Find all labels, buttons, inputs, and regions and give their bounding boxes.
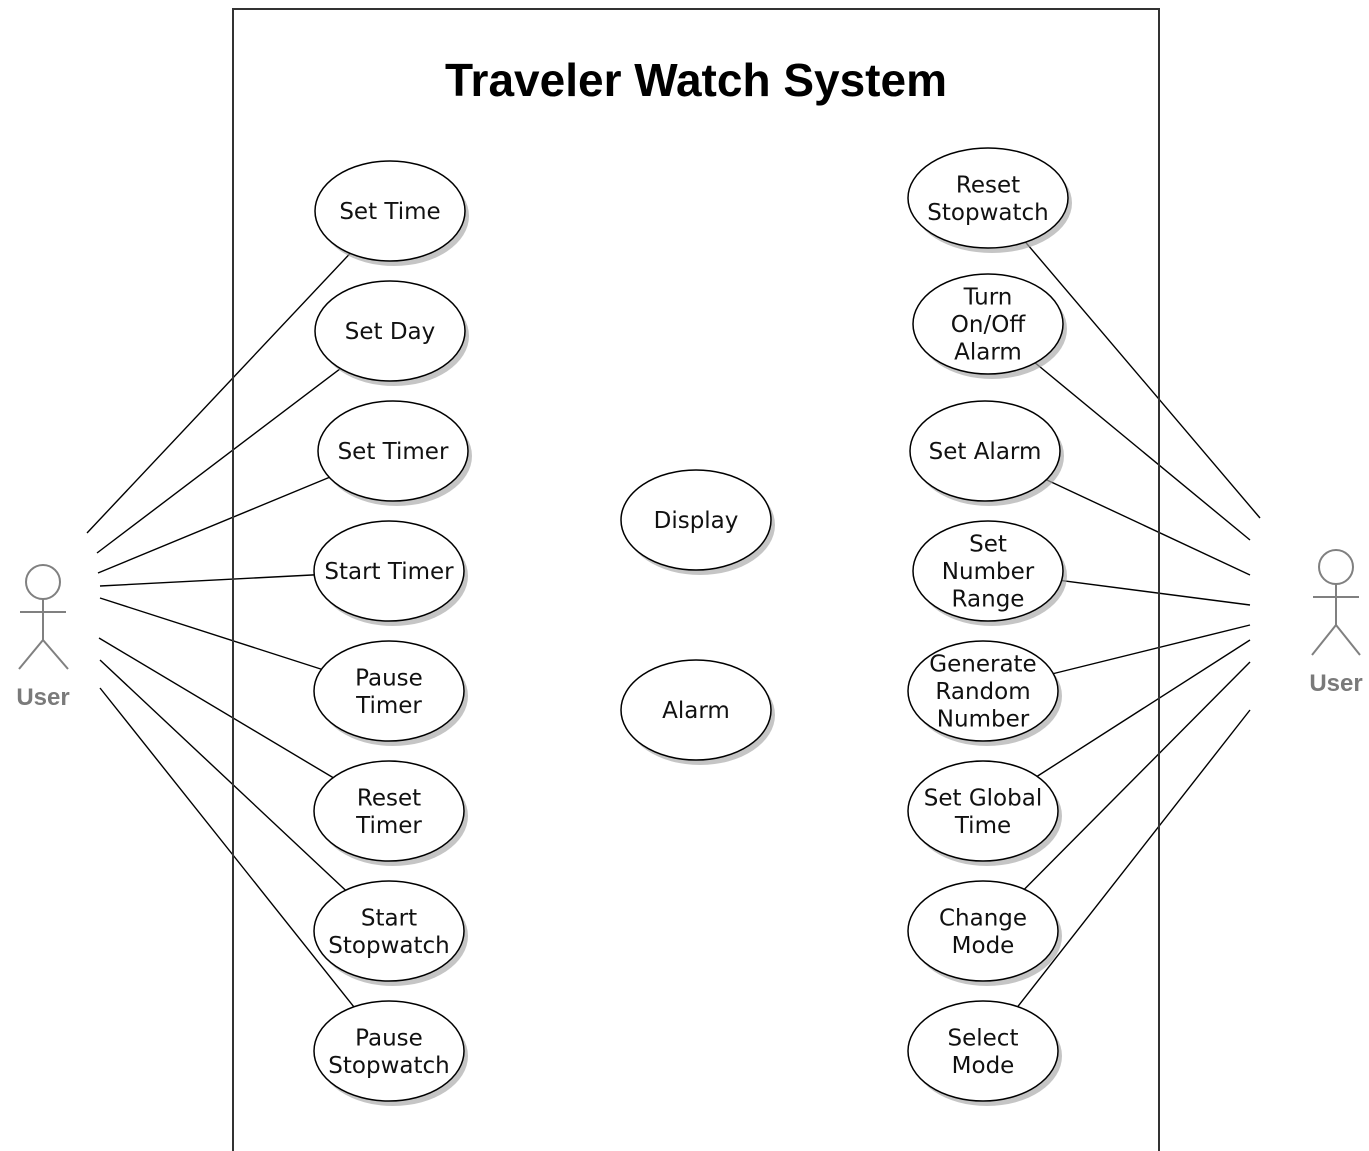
use-case-label: Display <box>654 508 739 534</box>
use-case-label: On/Off <box>951 312 1027 338</box>
use-case-ellipse <box>313 520 465 622</box>
use-case-ellipse <box>313 1000 465 1102</box>
actor-user-left[interactable]: User <box>16 564 70 711</box>
use-case-label: Number <box>937 707 1030 733</box>
stick-figure-icon <box>18 564 69 670</box>
actor-label: User <box>1309 670 1362 697</box>
association-line-generate-random-number <box>1053 624 1251 675</box>
use-case-label: Timer <box>355 813 422 839</box>
association-line-set-timer <box>97 476 330 574</box>
use-case-label: Mode <box>952 933 1015 959</box>
actor-label: User <box>16 684 69 711</box>
use-case-ellipse <box>909 400 1061 502</box>
use-case-ellipse <box>313 640 465 742</box>
stick-figure-icon <box>1311 549 1361 656</box>
use-case-set-alarm[interactable]: Set Alarm <box>909 400 1064 506</box>
use-case-set-timer[interactable]: Set Timer <box>317 400 472 506</box>
association-line-turn-on-off-alarm <box>1034 362 1251 541</box>
actor-user-right[interactable]: User <box>1309 549 1363 697</box>
association-line-start-stopwatch <box>99 659 347 891</box>
use-case-ellipse <box>912 273 1064 375</box>
use-case-label: Set Timer <box>338 439 449 465</box>
use-case-label: Number <box>942 559 1035 585</box>
use-case-ellipse <box>314 280 466 382</box>
use-case-label: Start Timer <box>324 559 454 585</box>
use-case-ellipse <box>314 160 466 262</box>
use-case-set-day[interactable]: Set Day <box>314 280 469 386</box>
use-case-ellipse <box>912 520 1064 622</box>
use-case-label: Timer <box>355 693 422 719</box>
use-case-label: Random <box>935 679 1030 705</box>
association-line-pause-stopwatch <box>99 687 355 1008</box>
use-case-label: Alarm <box>954 340 1022 366</box>
association-line-set-time <box>86 252 351 534</box>
association-line-set-day <box>96 367 341 554</box>
system-boundary <box>232 8 1160 1151</box>
use-case-ellipse <box>907 880 1059 982</box>
use-case-label: Stopwatch <box>927 200 1048 226</box>
use-case-label: Change <box>939 905 1027 931</box>
use-case-label: Turn <box>963 285 1013 311</box>
use-case-display[interactable]: Display <box>620 469 775 575</box>
association-line-reset-stopwatch <box>1024 241 1261 519</box>
use-case-label: Reset <box>956 172 1020 198</box>
use-case-alarm[interactable]: Alarm <box>620 659 775 765</box>
use-case-label: Generate <box>929 652 1036 678</box>
association-line-set-number-range <box>1061 579 1251 606</box>
use-case-label: Alarm <box>662 698 730 724</box>
use-case-label: Set Global <box>924 785 1042 811</box>
use-case-label: Set Day <box>345 319 436 345</box>
association-line-change-mode <box>1023 661 1251 890</box>
association-line-set-alarm <box>1046 479 1251 576</box>
use-case-label: Pause <box>355 1025 423 1051</box>
association-line-reset-timer <box>98 637 334 779</box>
use-case-start-timer[interactable]: Start Timer <box>313 520 468 626</box>
use-case-label: Set Time <box>339 199 440 225</box>
association-line-set-global-time <box>1036 639 1251 777</box>
use-case-label: Start <box>361 905 417 931</box>
use-case-label: Set <box>969 532 1007 558</box>
use-case-label: Reset <box>357 785 421 811</box>
use-case-ellipse <box>620 659 772 761</box>
use-case-label: Range <box>952 587 1025 613</box>
use-case-ellipse <box>907 640 1059 742</box>
use-case-ellipse <box>620 469 772 571</box>
use-case-label: Mode <box>952 1053 1015 1079</box>
use-case-label: Stopwatch <box>328 1053 449 1079</box>
association-line-start-timer <box>99 574 315 587</box>
use-case-ellipse <box>907 1000 1059 1102</box>
use-case-ellipse <box>907 147 1069 249</box>
use-case-ellipse <box>317 400 469 502</box>
use-case-label: Set Alarm <box>929 439 1042 465</box>
use-case-label: Time <box>954 813 1011 839</box>
association-line-pause-timer <box>99 597 322 670</box>
use-case-set-time[interactable]: Set Time <box>314 160 469 266</box>
use-case-label: Pause <box>355 665 423 691</box>
use-case-ellipse <box>313 760 465 862</box>
association-line-select-mode <box>1017 709 1251 1008</box>
use-case-label: Stopwatch <box>328 933 449 959</box>
association-lines <box>86 241 1261 1008</box>
use-case-label: Select <box>948 1025 1019 1051</box>
use-case-ellipse <box>313 880 465 982</box>
system-title: Traveler Watch System <box>445 54 947 106</box>
use-case-ellipse <box>907 760 1059 862</box>
